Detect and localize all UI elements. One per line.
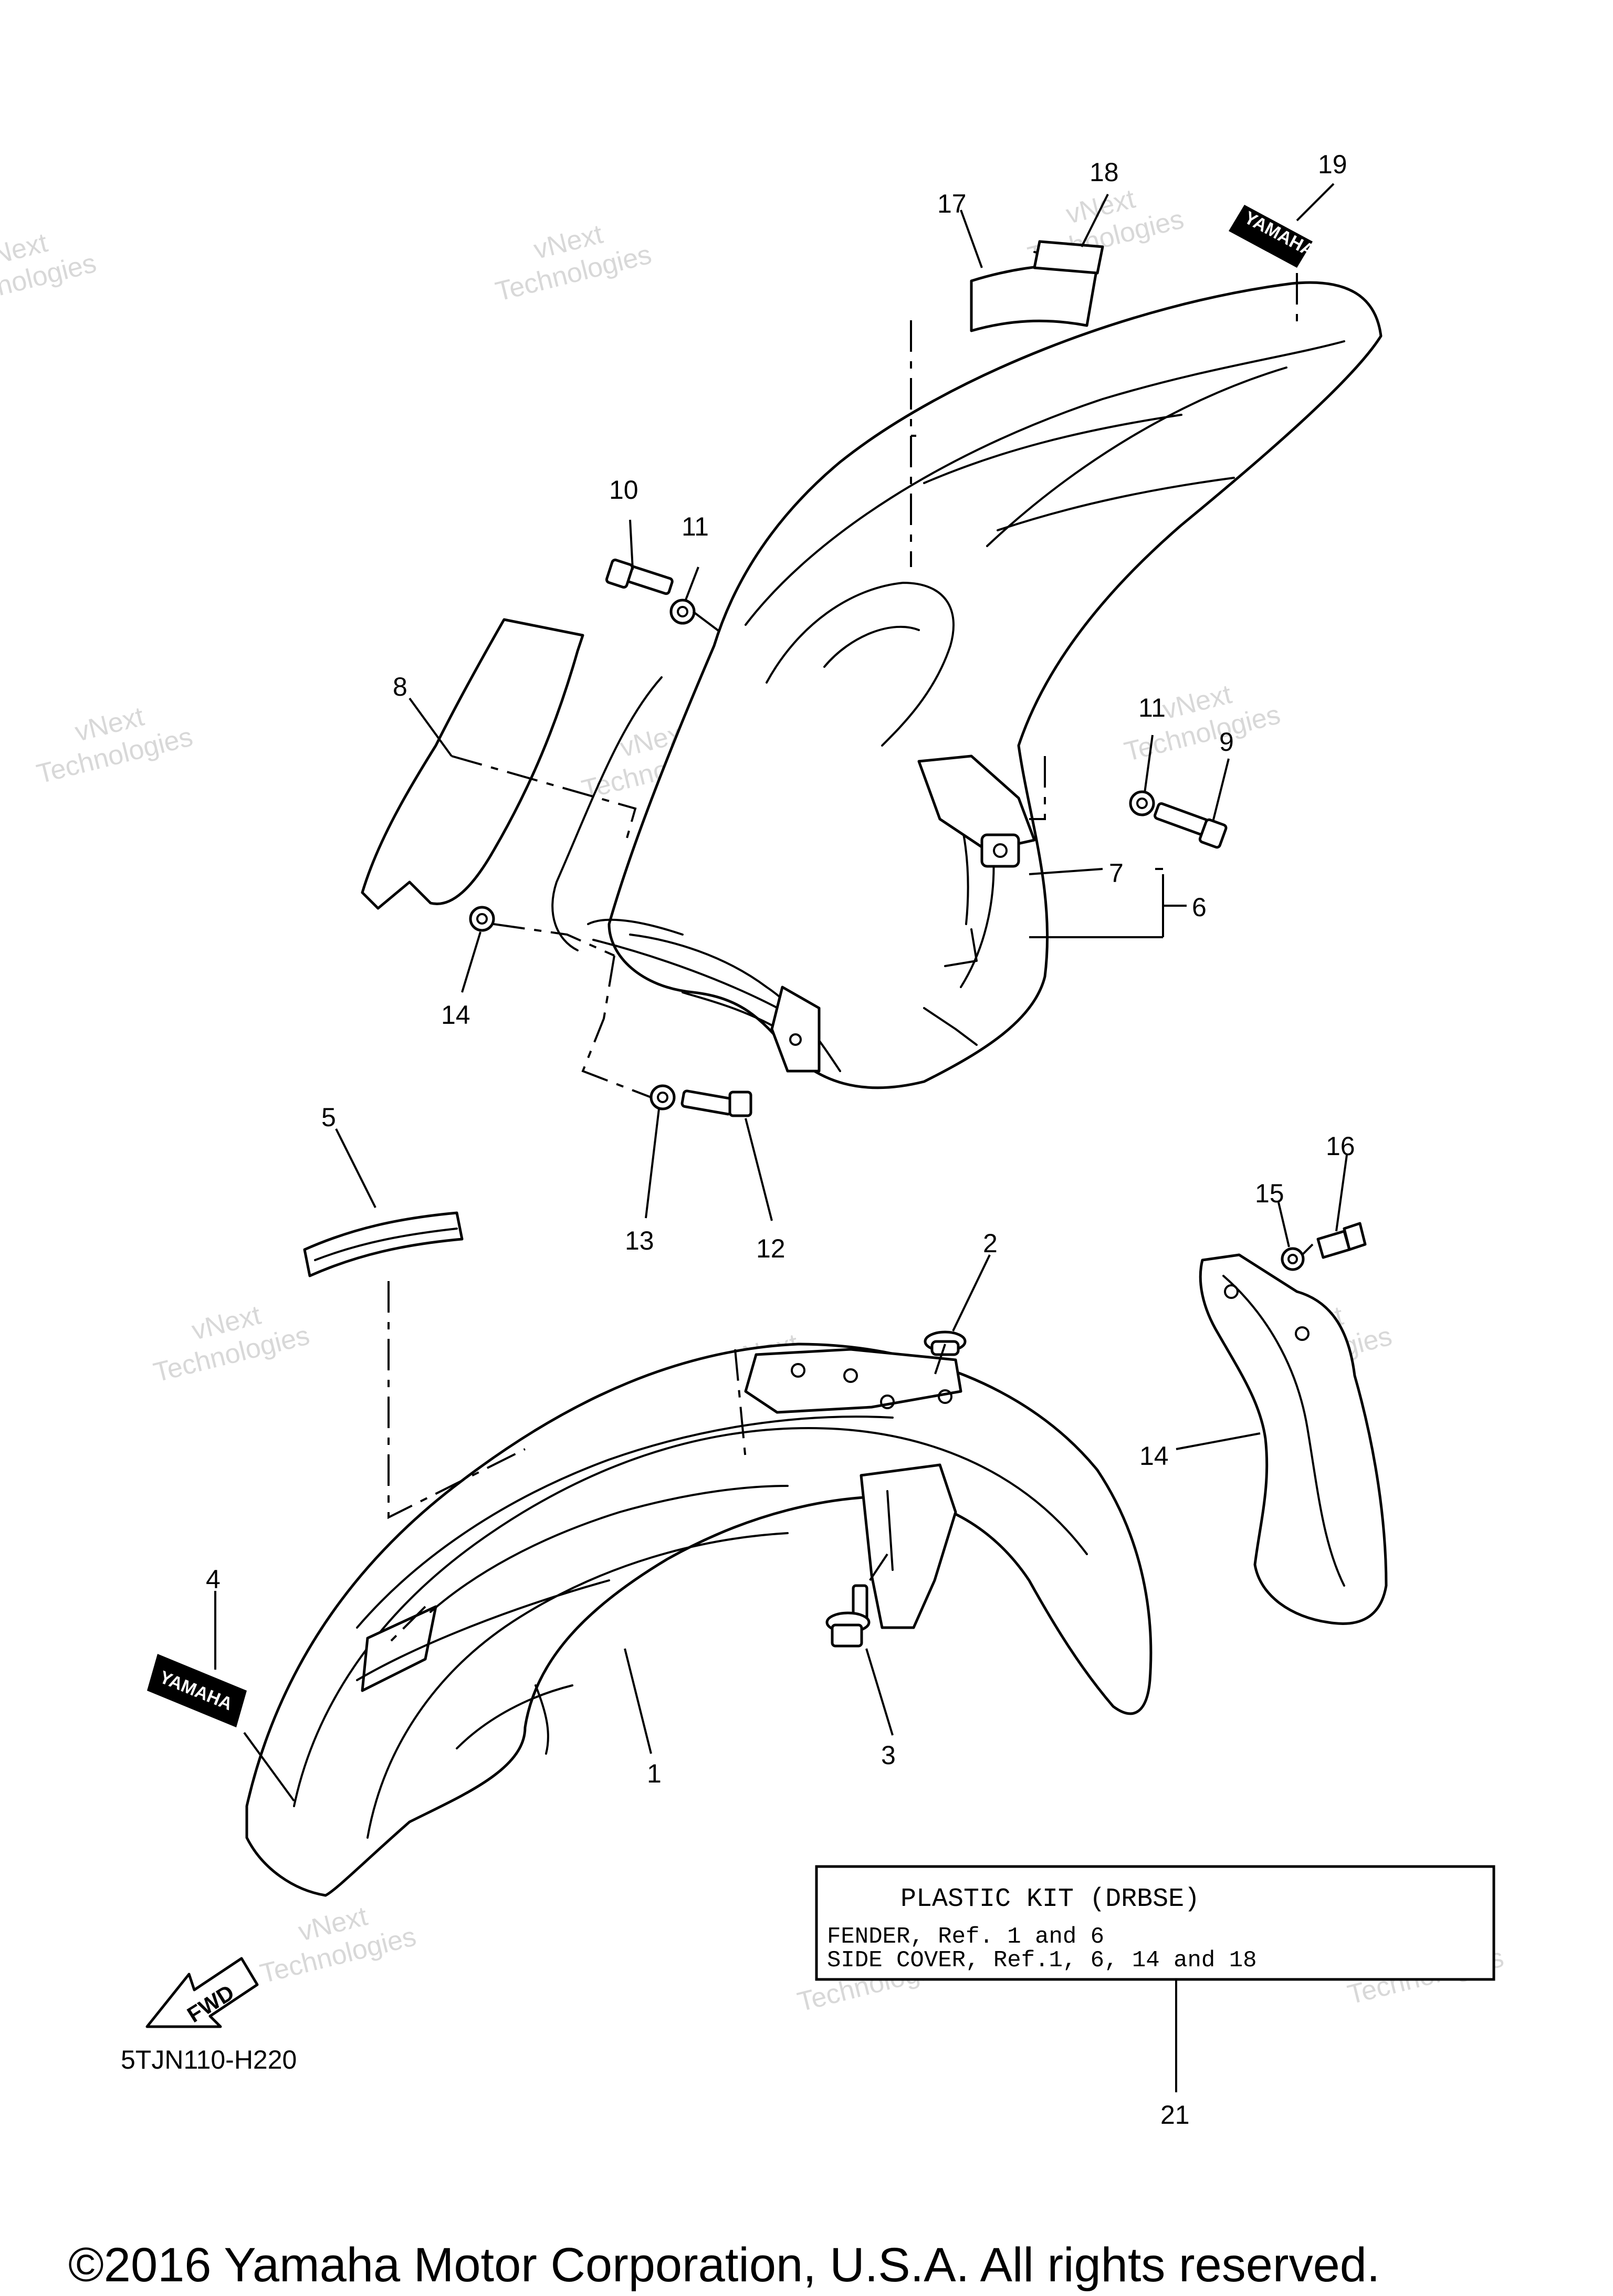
plastic-kit-box: PLASTIC KIT (DRBSE) FENDER, Ref. 1 and 6… [815,1865,1495,1981]
callout-10: 10 [609,475,638,505]
rear-fender [587,281,1382,1089]
decal-18-19 [970,263,1099,332]
bolt-3 [825,1584,871,1648]
fwd-arrow-icon: FWD [145,1957,259,2028]
side-cover-panel [361,618,584,910]
callout-20: 19 [1318,150,1347,179]
plastic-kit-title: PLASTIC KIT (DRBSE) [900,1884,1200,1914]
leader-lines [214,183,1348,2092]
callout-12: 12 [756,1234,785,1263]
bolt-9 [1154,802,1228,849]
callout-numbers: 17 18 19 10 11 8 11 9 7 6 14 5 13 12 2 1… [206,150,1355,2130]
callout-19: 18 [1090,158,1119,187]
callout-6: 6 [1192,893,1207,922]
callout-4: 4 [206,1565,221,1594]
washer-13 [650,1084,676,1110]
diagram-code: 5TJN110-H220 [121,2045,297,2074]
washer-11-right [1129,790,1155,816]
callout-21: 21 [1160,2100,1190,2130]
callout-11-right: 11 [1138,693,1166,722]
bolt-10 [605,558,674,595]
copyright-notice: ©2016 Yamaha Motor Corporation, U.S.A. A… [68,2238,1380,2292]
callout-7: 7 [1109,858,1124,888]
plastic-kit-line-2: SIDE COVER, Ref.1, 6, 14 and 18 [827,1947,1257,1974]
decal-5 [303,1211,464,1277]
plastic-kit-line-1: FENDER, Ref. 1 and 6 [827,1924,1104,1950]
callout-2: 2 [983,1229,998,1258]
callout-9: 9 [1219,727,1234,757]
callout-3: 3 [881,1741,896,1770]
callout-13: 13 [625,1226,654,1255]
callout-14: 14 [441,1000,470,1030]
grommet-2 [924,1330,967,1356]
washer-16 [1281,1247,1305,1271]
callout-1: 1 [647,1759,662,1788]
callout-18: 17 [937,189,967,218]
screw-17 [1316,1222,1367,1259]
callout-17: 16 [1326,1131,1355,1161]
callout-11-top: 11 [682,512,709,541]
callout-5: 5 [321,1103,336,1132]
washer-14 [469,906,495,932]
callout-16: 15 [1255,1179,1284,1208]
callout-8: 8 [393,672,407,701]
yamaha-decal-4: YAMAHA [147,1654,247,1727]
callout-15: 14 [1139,1441,1169,1471]
cover-15 [1199,1253,1388,1625]
bolt-12 [680,1089,752,1117]
front-fender [245,1343,1153,1897]
washer-11-top [669,599,696,625]
